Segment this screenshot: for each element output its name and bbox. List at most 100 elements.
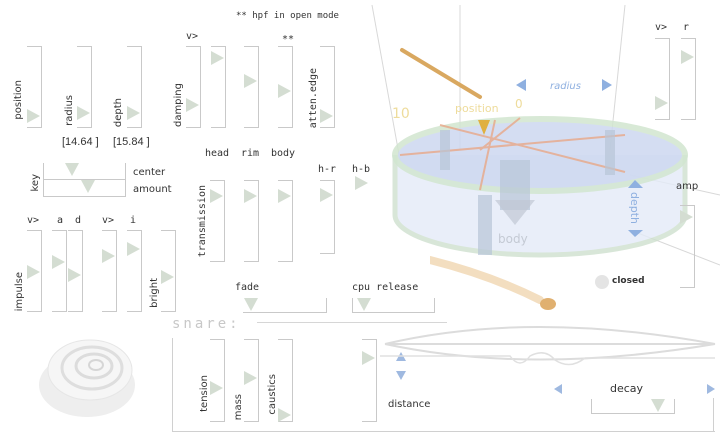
decay-right-icon[interactable] <box>707 384 715 394</box>
slider-thumb[interactable] <box>52 255 65 270</box>
slider-thumb[interactable] <box>27 108 40 123</box>
slider-thumb[interactable] <box>355 176 368 191</box>
depth-axis-label: depth <box>628 192 641 224</box>
slider-thumb[interactable] <box>68 268 81 283</box>
slider-thumb[interactable] <box>357 298 372 311</box>
slider-thumb[interactable] <box>320 108 333 123</box>
slider-thumb[interactable] <box>211 51 224 66</box>
output-r-slider[interactable] <box>681 38 696 120</box>
slider-thumb[interactable] <box>680 210 693 225</box>
key-center-slider[interactable] <box>44 163 126 178</box>
body-axis-label: body <box>498 232 528 246</box>
velocity-label: v> <box>186 31 199 42</box>
slider-thumb[interactable] <box>650 399 665 412</box>
radius-slider[interactable] <box>77 46 92 128</box>
slider-thumb[interactable] <box>655 96 668 111</box>
amp-slider[interactable] <box>680 205 695 288</box>
cpu-release-label: cpu release <box>352 282 419 293</box>
snare-box-edge <box>713 398 714 431</box>
slider-thumb[interactable] <box>681 49 694 64</box>
radius-right-icon <box>602 79 612 91</box>
hpf-note: ** hpf in open mode <box>236 11 339 21</box>
impulse-label: impulse <box>14 272 25 312</box>
slider-thumb[interactable] <box>127 241 140 256</box>
slider-thumb[interactable] <box>320 187 333 202</box>
key-divider <box>44 179 126 180</box>
drumstick-icon <box>430 256 556 310</box>
transmission-rim-slider[interactable] <box>244 180 259 262</box>
impulse-slider[interactable] <box>27 230 42 312</box>
slider-thumb[interactable] <box>27 265 40 279</box>
bright-slider[interactable] <box>161 230 176 312</box>
closed-label: closed <box>612 276 645 286</box>
position-label: position <box>13 80 24 120</box>
h-r-label: h-r <box>318 164 337 175</box>
cpu-release-slider[interactable] <box>352 298 435 313</box>
slider-thumb[interactable] <box>64 163 79 176</box>
slider-thumb[interactable] <box>81 180 96 193</box>
transmission-label: transmission <box>197 185 208 258</box>
amp-label: amp <box>676 181 699 192</box>
depth-label: depth <box>113 98 124 128</box>
slider-thumb[interactable] <box>244 74 257 89</box>
attack-slider[interactable] <box>52 230 67 312</box>
slider-thumb[interactable] <box>244 371 257 386</box>
damping-label: damping <box>173 83 184 128</box>
position-slider[interactable] <box>27 46 42 128</box>
output-velocity-slider[interactable] <box>655 38 670 120</box>
impulse-velocity-slider[interactable] <box>102 230 117 312</box>
depth-slider[interactable] <box>127 46 142 128</box>
h-r-slider[interactable] <box>320 180 335 254</box>
caustics-label: caustics <box>267 374 278 415</box>
velocity-label: v> <box>27 215 40 226</box>
depth-down-icon <box>628 230 643 237</box>
decay-slider[interactable] <box>591 399 675 414</box>
distance-slider[interactable] <box>362 339 377 422</box>
intensity-label: i <box>130 215 137 226</box>
distance-down-icon[interactable] <box>396 371 406 380</box>
slider-thumb[interactable] <box>127 106 140 121</box>
rim-damping-slider[interactable] <box>278 46 293 128</box>
drum-illustration: 10 position 0 radius depth body <box>371 4 720 289</box>
caustics-slider[interactable] <box>278 339 293 422</box>
tension-slider[interactable] <box>210 339 225 422</box>
fade-slider[interactable] <box>243 298 327 313</box>
radius-left-icon <box>516 79 526 91</box>
body-label: body <box>271 148 296 159</box>
slider-thumb[interactable] <box>362 351 375 366</box>
radius-readout: [14.64 ] <box>62 136 99 148</box>
position-min-label: 0 <box>515 97 523 111</box>
bright-label: bright <box>149 278 160 308</box>
decay-label: decay <box>610 382 644 395</box>
slider-thumb[interactable] <box>210 188 223 203</box>
slider-thumb[interactable] <box>244 188 257 203</box>
slider-thumb[interactable] <box>278 408 291 422</box>
h-b-slider[interactable] <box>355 172 370 254</box>
slider-thumb[interactable] <box>278 188 291 203</box>
transmission-head-slider[interactable] <box>210 180 225 262</box>
damping-slider[interactable] <box>186 46 201 128</box>
snare-heading: snare: <box>172 316 241 332</box>
atten-edge-slider[interactable] <box>320 46 335 128</box>
damping-velocity-slider[interactable] <box>211 46 226 128</box>
depth-up-icon <box>628 180 643 188</box>
slider-thumb[interactable] <box>102 248 115 263</box>
slider-thumb[interactable] <box>77 106 90 121</box>
mass-slider[interactable] <box>244 339 259 422</box>
rim-label: rim <box>241 148 260 159</box>
intensity-slider[interactable] <box>127 230 142 312</box>
hpf-marker: ** <box>282 34 295 45</box>
slider-thumb[interactable] <box>186 97 199 112</box>
decay-left-icon[interactable] <box>554 384 562 394</box>
snare-box <box>172 338 715 432</box>
slider-thumb[interactable] <box>210 381 223 396</box>
transmission-body-slider[interactable] <box>278 180 293 262</box>
head-damping-slider[interactable] <box>244 46 259 128</box>
slider-thumb[interactable] <box>244 298 258 311</box>
slider-thumb[interactable] <box>278 84 291 99</box>
slider-thumb[interactable] <box>161 270 174 285</box>
key-amount-slider[interactable] <box>44 180 126 195</box>
radius-axis-label: radius <box>550 81 581 92</box>
decay-env-slider[interactable] <box>68 230 83 312</box>
